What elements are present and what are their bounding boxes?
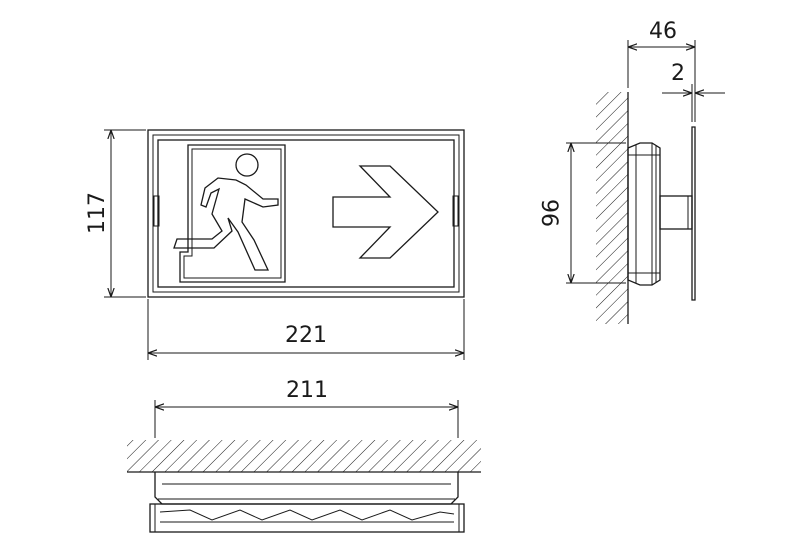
- height-dimension: 117: [85, 129, 146, 298]
- left-clip: [153, 195, 160, 227]
- base-height-label: 96: [536, 199, 561, 227]
- running-man-icon: [173, 153, 279, 271]
- wall-section: [596, 92, 629, 324]
- plate-thickness-dimension: 2: [662, 61, 725, 122]
- sign-housing-outer: [147, 129, 465, 298]
- bottom-base-profile: [149, 472, 465, 533]
- depth-dimension-label: 46: [649, 19, 677, 44]
- right-clip: [452, 195, 459, 227]
- exit-door-icon: [179, 144, 286, 283]
- bottom-view: 211: [127, 378, 481, 533]
- width-dimension: 221: [147, 299, 465, 360]
- plate-thickness-label: 2: [671, 61, 685, 86]
- width-dimension-label: 221: [285, 323, 327, 348]
- front-view: 117 221: [85, 129, 465, 360]
- direction-arrow-icon: [332, 165, 439, 259]
- base-height-dimension: 96: [536, 142, 626, 284]
- bottom-width-dimension: 211: [154, 378, 459, 438]
- sign-plate-profile: [691, 126, 696, 301]
- side-view: 46 2 96: [536, 19, 725, 324]
- height-dimension-label: 117: [85, 192, 110, 234]
- sign-face-panel: [157, 139, 455, 288]
- sign-housing-inner: [152, 134, 460, 293]
- depth-dimension: 46: [627, 19, 696, 122]
- mounting-base-profile: [627, 142, 693, 286]
- bottom-width-label: 211: [286, 378, 328, 403]
- ceiling-section: [127, 440, 481, 473]
